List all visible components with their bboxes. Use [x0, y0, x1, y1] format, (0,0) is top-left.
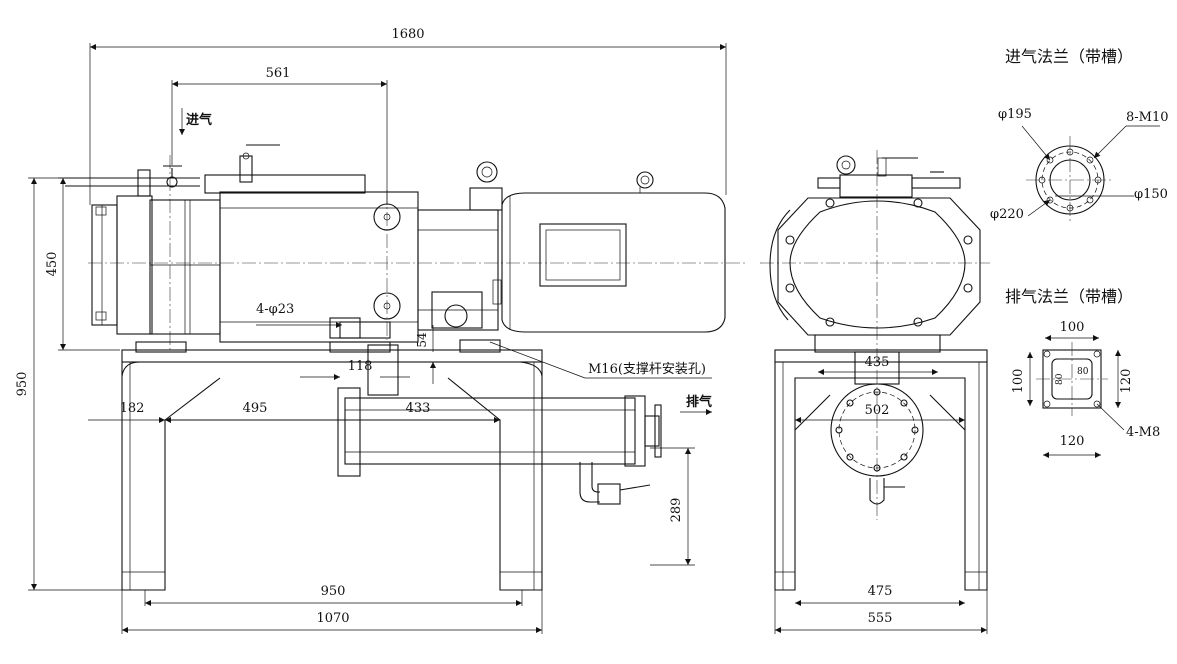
outlet-flange-left: 100 — [1011, 369, 1026, 394]
dim-950-height: 950 — [15, 372, 30, 397]
outlet-flange-inner-h: 80 — [1055, 373, 1065, 385]
dim-289: 289 — [669, 498, 684, 523]
dim-950-frame: 950 — [321, 584, 346, 599]
inlet-label: 进气 — [186, 112, 212, 128]
front-view: 1680 561 450 950 进气 4-φ23 118 54 182 495… — [15, 27, 745, 634]
pump-end-cover — [91, 195, 221, 335]
side-view: 435 502 475 555 — [760, 150, 990, 634]
outlet-label: 排气 — [686, 394, 712, 410]
dim-475: 475 — [868, 584, 893, 599]
outlet-flange-right: 120 — [1119, 369, 1134, 394]
dim-433: 433 — [406, 401, 431, 416]
side-silencer — [830, 351, 924, 505]
dim-495: 495 — [243, 401, 268, 416]
exhaust-silencer — [337, 344, 662, 505]
foot-hole-label: 4-φ23 — [256, 302, 294, 317]
dim-450: 450 — [45, 252, 60, 277]
outlet-flange-top: 100 — [1060, 320, 1085, 335]
pump-body — [204, 161, 503, 343]
dim-561: 561 — [266, 66, 291, 81]
inlet-flange-bolts: 8-M10 — [1126, 110, 1169, 125]
dim-502: 502 — [865, 403, 890, 418]
inlet-flange-d220: φ220 — [990, 207, 1024, 222]
inlet-flange-d195: φ195 — [998, 107, 1032, 122]
inlet-flange-detail: 进气法兰（带槽） φ195 8-M10 φ220 φ150 — [990, 47, 1169, 224]
base-frame — [121, 339, 543, 591]
dim-182: 182 — [120, 401, 145, 416]
side-frame — [774, 334, 988, 591]
outlet-flange-bolts: 4-M8 — [1126, 425, 1160, 440]
inlet-fittings — [65, 144, 280, 197]
support-note: M16(支撑杆安装孔) — [588, 362, 706, 377]
inlet-flange-d150: φ150 — [1134, 187, 1168, 202]
motor — [501, 171, 726, 333]
side-dimensions — [774, 369, 988, 634]
dim-1070: 1070 — [316, 611, 349, 626]
dim-555: 555 — [868, 611, 893, 626]
inlet-flange-title: 进气法兰（带槽） — [1005, 47, 1133, 66]
side-pump-body — [769, 155, 981, 336]
front-dimensions — [28, 43, 727, 634]
outlet-flange-bottom: 120 — [1060, 434, 1085, 449]
dim-1680: 1680 — [391, 27, 424, 42]
dim-435: 435 — [865, 355, 890, 370]
outlet-flange-inner-w: 80 — [1077, 367, 1089, 377]
dim-54: 54 — [415, 332, 429, 348]
dim-118: 118 — [348, 359, 373, 374]
outlet-flange-detail: 排气法兰（带槽） 100 100 120 120 80 80 4-M8 — [1005, 287, 1160, 458]
outlet-flange-title: 排气法兰（带槽） — [1005, 287, 1133, 306]
